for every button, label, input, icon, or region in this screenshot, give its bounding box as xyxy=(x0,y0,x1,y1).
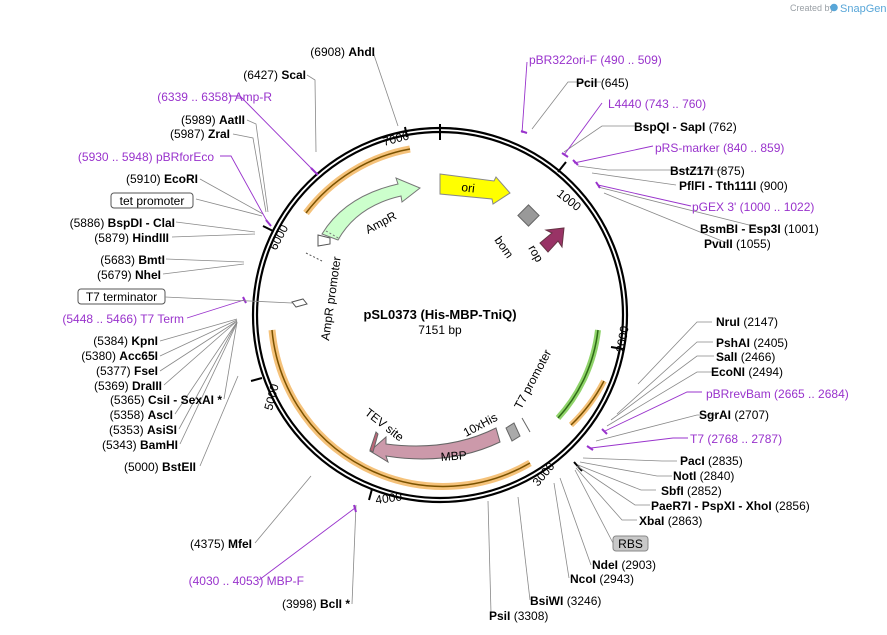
site-scai: (6427) ScaI xyxy=(243,68,306,82)
site-bsiwi: BsiWI (3246) xyxy=(530,594,601,608)
rbs-box[interactable]: RBS xyxy=(574,469,649,552)
mbp-feature[interactable]: MBP xyxy=(369,427,501,464)
site-nhei: (5679) NheI xyxy=(97,268,161,282)
site-fsei: (5377) FseI xyxy=(96,364,158,378)
site-nrui: NruI (2147) xyxy=(716,315,778,329)
ampr-promoter-label: AmpR promoter xyxy=(318,256,344,342)
svg-text:Created by: Created by xyxy=(790,3,835,13)
primer-connectors xyxy=(186,61,702,581)
site-ahdi: (6908) AhdI xyxy=(310,45,375,59)
primer-t7: T7 (2768 .. 2787) xyxy=(690,432,782,446)
site-zrai: (5987) ZraI xyxy=(170,127,230,141)
primer-markers xyxy=(242,130,608,513)
backbone-circle xyxy=(251,124,629,504)
bom-label: bom xyxy=(492,234,517,261)
site-pcii: PciI (645) xyxy=(576,76,629,90)
snapgene-credit: Created by SnapGene xyxy=(790,3,887,15)
tet-promoter-box[interactable]: tet promoter xyxy=(110,192,194,209)
primer-l4440: L4440 (743 .. 760) xyxy=(608,97,706,111)
svg-text:T7 terminator: T7 terminator xyxy=(86,290,157,304)
primer-pgex3: pGEX 3' (1000 .. 1022) xyxy=(692,200,814,214)
site-sbfi: SbfI (2852) xyxy=(661,484,722,498)
site-ndei: NdeI (2903) xyxy=(592,558,656,572)
site-aatii: (5989) AatII xyxy=(181,113,245,127)
primer-mbp-f: (4030 .. 4053) MBP-F xyxy=(189,574,304,588)
primer-labels: (6339 .. 6358) Amp-R (5930 .. 5948) pBRf… xyxy=(62,53,848,588)
t7-terminator-box[interactable]: T7 terminator xyxy=(77,288,293,305)
site-pvuii: PvuII (1055) xyxy=(704,237,771,251)
mbp-label: MBP xyxy=(440,448,467,464)
site-bstz17i: BstZ17I (875) xyxy=(670,164,745,178)
tick-7000: 7000 xyxy=(381,128,411,149)
site-psii: PsiI (3308) xyxy=(489,609,548,623)
site-hindiii: (5879) HindIII xyxy=(94,231,169,245)
tick-2000: 2000 xyxy=(613,324,631,353)
site-bamhi: (5343) BamHI xyxy=(102,438,178,452)
svg-text:SnapGene: SnapGene xyxy=(840,3,887,15)
site-bsteii: (5000) BstEII xyxy=(124,460,196,474)
tick-6000: 6000 xyxy=(266,222,291,252)
ampr-feature[interactable]: AmpR xyxy=(321,177,421,241)
site-ecori: (5910) EcoRI xyxy=(126,172,198,186)
rop-feature[interactable]: rop xyxy=(525,227,565,265)
t7-terminator-marker xyxy=(291,298,308,308)
site-bmti: (5683) BmtI xyxy=(100,253,165,267)
t7-promoter-label: T7 promoter xyxy=(511,347,554,411)
site-noti: NotI (2840) xyxy=(673,469,734,483)
site-csii-sexai: (5365) CsiI - SexAI * xyxy=(110,393,222,407)
ori-feature[interactable]: ori xyxy=(439,173,511,205)
primer-amp-r: (6339 .. 6358) Amp-R xyxy=(157,90,272,104)
plasmid-name: pSL0373 (His-MBP-TniQ) xyxy=(363,307,516,322)
primer-t7-term: (5448 .. 5466) T7 Term xyxy=(62,312,184,326)
site-econi: EcoNI (2494) xyxy=(711,365,783,379)
tick-5000: 5000 xyxy=(261,382,282,412)
connector-lines xyxy=(159,51,762,614)
tick-4000: 4000 xyxy=(374,489,403,507)
site-acc65i: (5380) Acc65I xyxy=(81,349,158,363)
site-paer7i-pspxi-xhoi: PaeR7I - PspXI - XhoI (2856) xyxy=(651,499,810,513)
site-asisi: (5353) AsiSI xyxy=(109,423,177,437)
site-bspdi-clai: (5886) BspDI - ClaI xyxy=(70,216,175,230)
svg-text:RBS: RBS xyxy=(618,537,643,551)
site-bsmbi-esp3i: BsmBI - Esp3I (1001) xyxy=(700,222,819,236)
site-bcli: (3998) BclI * xyxy=(282,597,350,611)
t7-promoter-feature[interactable]: T7 promoter xyxy=(511,347,554,433)
site-paci: PacI (2835) xyxy=(680,454,743,468)
ampr-label: AmpR xyxy=(363,208,399,236)
primer-prs-marker: pRS-marker (840 .. 859) xyxy=(655,141,784,155)
primer-pbrrevbam: pBRrevBam (2665 .. 2684) xyxy=(706,387,849,401)
site-ncoi: NcoI (2943) xyxy=(570,572,634,586)
site-sgrai: SgrAI (2707) xyxy=(699,408,769,422)
site-bspqi-sapi: BspQI - SapI (762) xyxy=(634,120,737,134)
site-pshai: PshAI (2405) xyxy=(716,336,788,350)
ampr-promoter-feature[interactable]: AmpR promoter xyxy=(305,234,344,342)
site-kpni: (5384) KpnI xyxy=(93,334,158,348)
site-asci: (5358) AscI xyxy=(110,408,173,422)
orf-arcs xyxy=(268,145,607,490)
ori-label: ori xyxy=(461,180,476,196)
plasmid-length: 7151 bp xyxy=(418,323,462,337)
site-mfei: (4375) MfeI xyxy=(190,537,252,551)
site-draiii: (5369) DraIII xyxy=(94,379,162,393)
site-xbai: XbaI (2863) xyxy=(639,514,702,528)
site-pflfi-tth111i: PflFI - Tth111I (900) xyxy=(679,179,788,193)
plasmid-center: pSL0373 (His-MBP-TniQ) 7151 bp xyxy=(363,307,516,337)
left-site-labels: (6908) AhdI (6427) ScaI (5989) AatII (59… xyxy=(70,45,375,611)
primer-pbrforeco: (5930 .. 5948) pBRforEco xyxy=(78,150,214,164)
right-site-labels: PciI (645) BspQI - SapI (762) BstZ17I (8… xyxy=(489,76,819,623)
site-sali: SalI (2466) xyxy=(716,350,775,364)
svg-text:tet promoter: tet promoter xyxy=(120,194,185,208)
primer-pbr322ori-f: pBR322ori-F (490 .. 509) xyxy=(529,53,662,67)
